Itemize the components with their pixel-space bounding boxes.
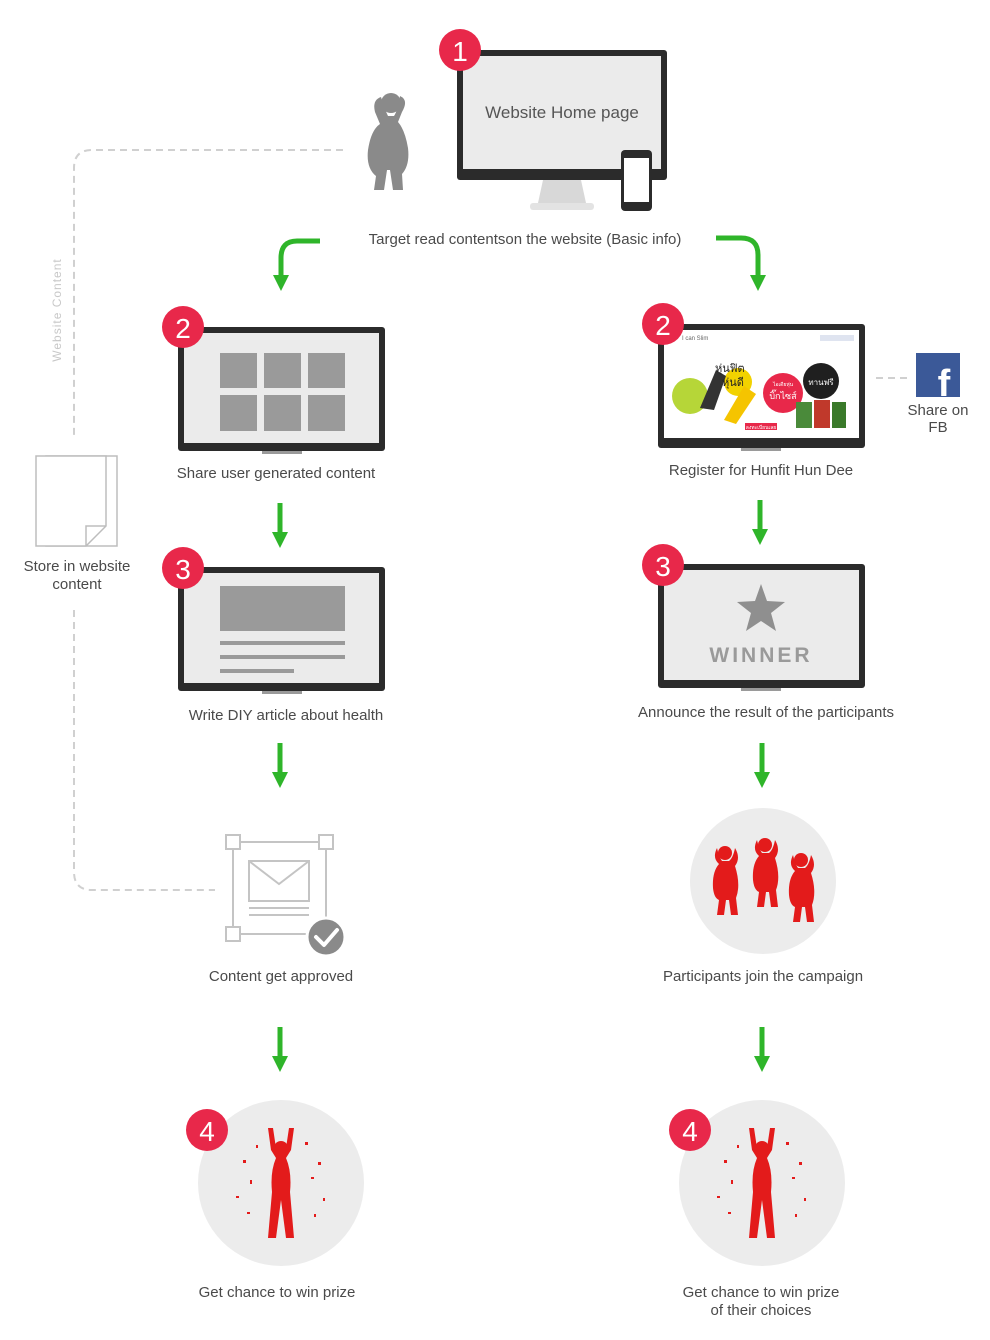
svg-text:1: 1 [452, 36, 468, 67]
announce-label: Announce the result of the participants [638, 704, 894, 721]
mobile-phone [621, 150, 652, 211]
celebration-icon-left [198, 1100, 364, 1266]
star-icon [737, 584, 785, 631]
website-content-label: Website Content [50, 258, 64, 362]
grid-tiles [220, 353, 345, 431]
register-label: Register for Hunfit Hun Dee [668, 462, 854, 479]
approved-icon [225, 834, 347, 958]
svg-text:2: 2 [175, 313, 191, 344]
step-badge-4-left: 4 [186, 1109, 228, 1151]
document-icon [35, 455, 118, 547]
banner-cta: ลงทะเบียนเลย [746, 424, 776, 431]
banner-brand: I can Slim [682, 336, 708, 342]
svg-text:4: 4 [682, 1116, 698, 1147]
banner-promo-3: ไอเดียหุ่น [772, 381, 794, 388]
svg-text:2: 2 [655, 310, 671, 341]
dashed-connector [73, 149, 910, 891]
write-diy-label: Write DIY article about health [188, 707, 384, 724]
check-icon [305, 916, 347, 958]
step-badge-2-right: 2 [642, 303, 684, 345]
ugc-monitor [178, 327, 385, 454]
curved-arrow-right [716, 235, 767, 292]
winner-text: WINNER [709, 644, 812, 667]
banner-promo-1: หุ่นฟิต [715, 362, 745, 375]
step-badge-1: 1 [439, 29, 481, 71]
store-label-1: Store in website [23, 558, 131, 575]
svg-text:3: 3 [655, 551, 671, 582]
svg-text:4: 4 [199, 1116, 215, 1147]
svg-text:3: 3 [175, 554, 191, 585]
facebook-letter: f [938, 363, 951, 405]
home-monitor-text: Website Home page [485, 103, 639, 122]
share-ugc-label: Share user generated content [176, 465, 376, 482]
step-badge-2-left: 2 [162, 306, 204, 348]
join-label: Participants join the campaign [662, 968, 864, 985]
step-badge-4-right: 4 [669, 1109, 711, 1151]
curved-arrow-left [272, 238, 320, 292]
win-right-label-1: Get chance to win prize [682, 1284, 840, 1301]
banner-promo-2: หุ่นดี [722, 376, 744, 389]
win-left-label: Get chance to win prize [198, 1284, 356, 1301]
step-badge-3-right: 3 [642, 544, 684, 586]
reader-silhouette [367, 93, 409, 190]
facebook-icon: f [916, 353, 960, 405]
target-read-label: Target read contentson the website (Basi… [368, 231, 682, 248]
share-fb-label-2: FB [928, 419, 948, 436]
banner-promo-5: ทานฟรี [808, 378, 834, 387]
arrows [271, 500, 771, 1073]
winner-monitor: WINNER [658, 564, 865, 691]
step-badge-3-left: 3 [162, 547, 204, 589]
store-label-2: content [52, 576, 102, 593]
share-fb-label-1: Share on [907, 402, 969, 419]
article-monitor [178, 567, 385, 694]
participants-icon [690, 808, 836, 954]
register-monitor: I can Slim หุ่นฟิต หุ่นดี ไอเดียหุ่น บิ๊… [658, 324, 865, 451]
win-right-label-2: of their choices [710, 1302, 812, 1319]
celebration-icon-right [679, 1100, 845, 1266]
banner-promo-4: บิ๊กไซส์ [769, 389, 797, 402]
approved-label: Content get approved [208, 968, 354, 985]
